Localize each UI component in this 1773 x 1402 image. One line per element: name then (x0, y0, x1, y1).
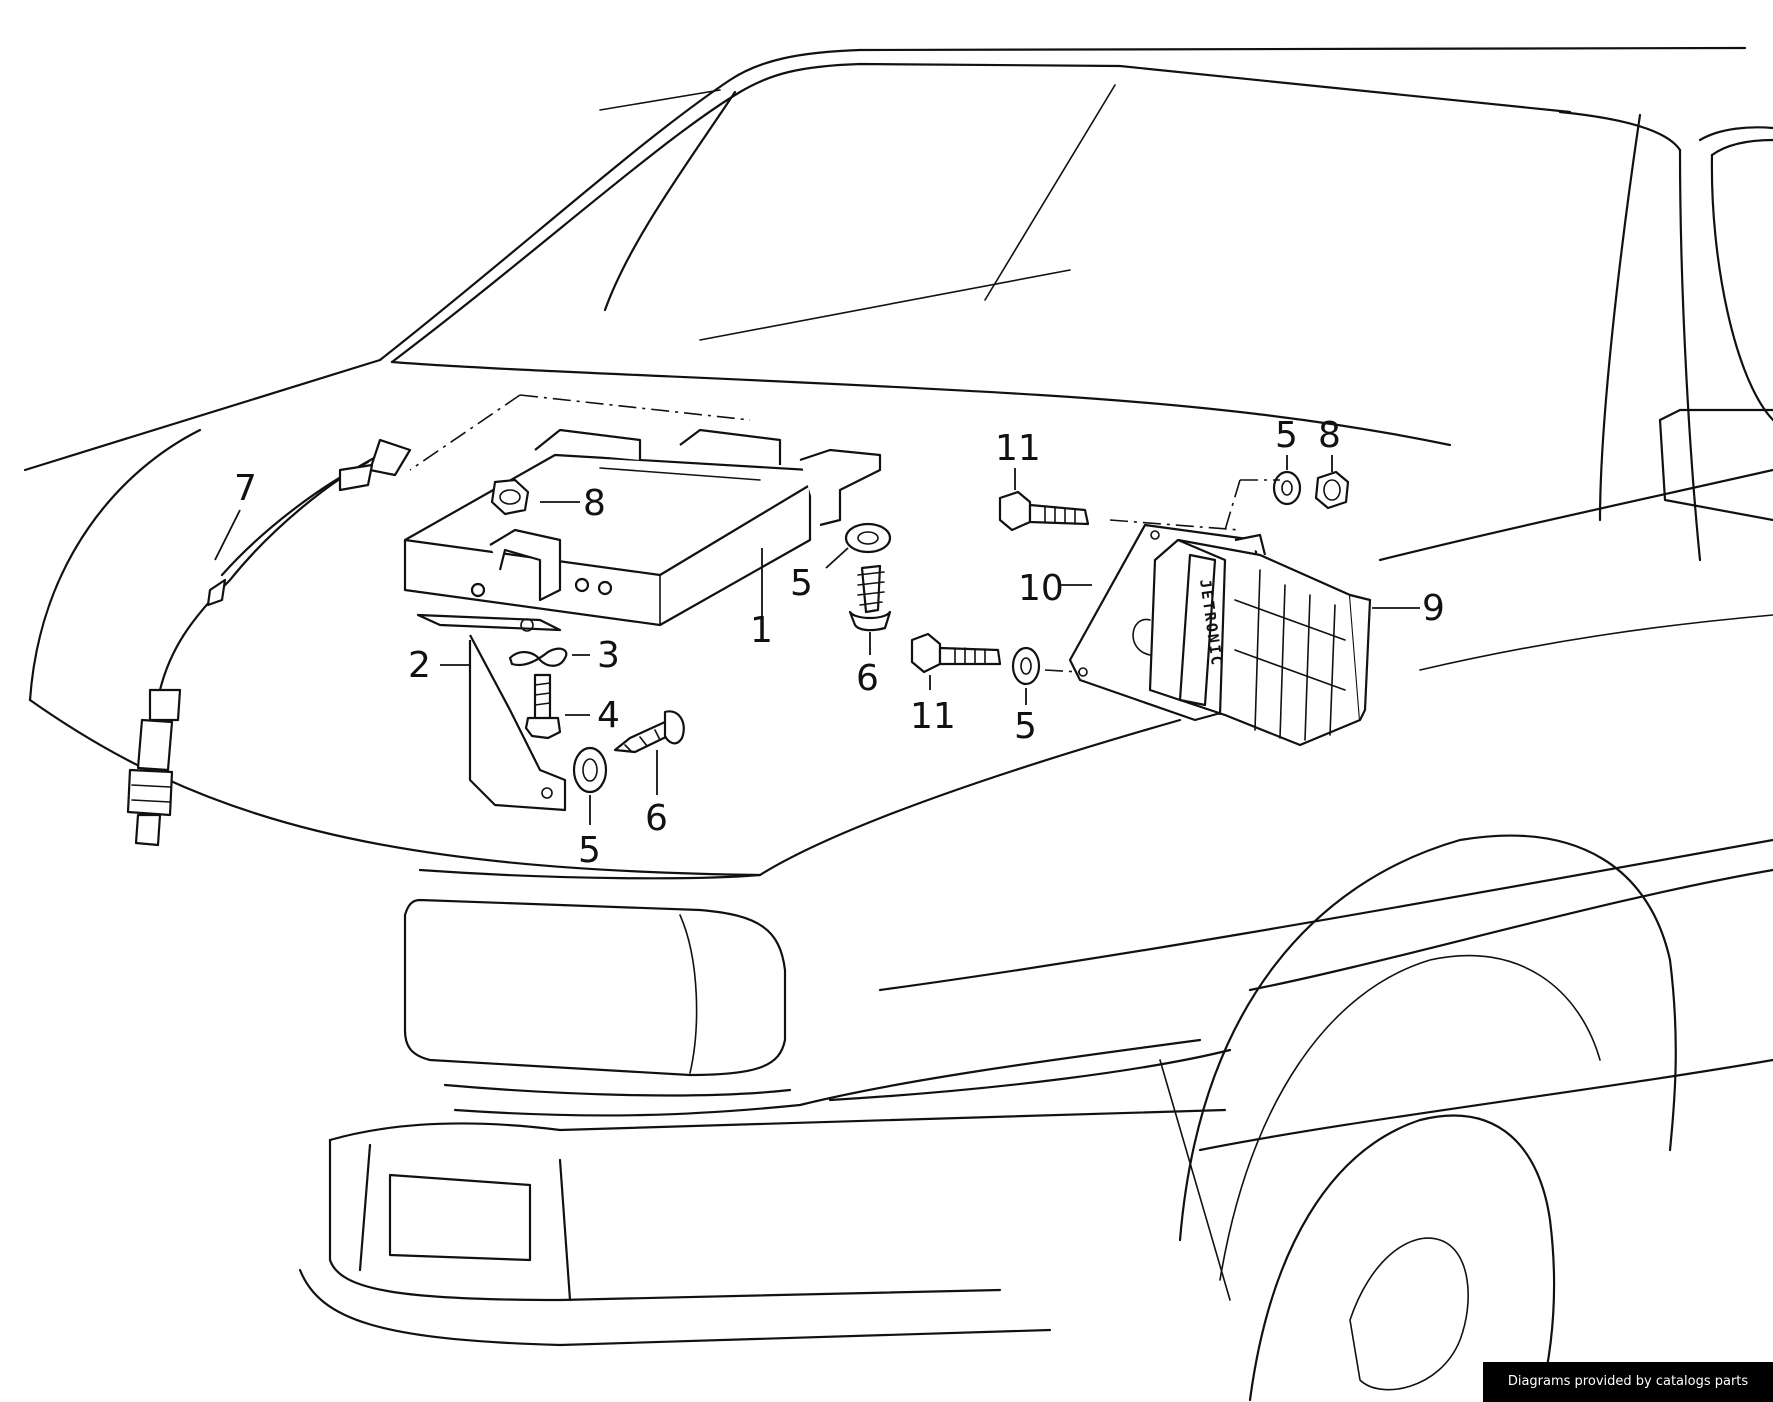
washer-right-lower (1011, 646, 1041, 705)
callout-10: 10 (1018, 568, 1064, 609)
callout-11-lower: 11 (910, 696, 956, 737)
hex-bolt-small (524, 673, 590, 740)
screw-center (848, 564, 892, 655)
callout-7: 7 (234, 468, 257, 509)
hex-bolt-upper (998, 468, 1090, 532)
screw-lower (613, 710, 685, 795)
spring-clip (508, 647, 590, 667)
callouts: 1 2 3 4 5 5 5 5 6 6 7 8 8 9 10 11 11 (234, 415, 1445, 871)
hex-nut-left (490, 478, 580, 516)
washer-lower-left (572, 746, 608, 825)
hex-nut-right (1314, 455, 1350, 510)
callout-4: 4 (597, 695, 620, 736)
diagram-credit-banner: Diagrams provided by catalogs parts (1483, 1362, 1773, 1402)
callout-2: 2 (408, 645, 431, 686)
car-body-outline (23, 46, 1773, 1402)
callout-11-upper: 11 (995, 428, 1041, 469)
callout-5-right-lower: 5 (1014, 706, 1037, 747)
callout-6-center: 6 (856, 658, 879, 699)
washer-upper-center (825, 522, 892, 569)
jetronic-control-unit: JETRONIC (1132, 533, 1420, 747)
callout-5-upper-center: 5 (790, 563, 813, 604)
callout-8-right: 8 (1318, 415, 1341, 456)
washer-right-upper (1272, 455, 1302, 506)
callout-9: 9 (1422, 588, 1445, 629)
mounting-bracket (416, 613, 567, 812)
hex-bolt-lower (910, 632, 1002, 690)
callout-6-lower: 6 (645, 798, 668, 839)
oxygen-sensor (126, 438, 412, 847)
callout-5-lower-left: 5 (578, 830, 601, 871)
callout-5-right-upper: 5 (1275, 415, 1298, 456)
callout-3: 3 (597, 635, 620, 676)
callout-8-left: 8 (583, 483, 606, 524)
callout-1: 1 (750, 610, 773, 651)
